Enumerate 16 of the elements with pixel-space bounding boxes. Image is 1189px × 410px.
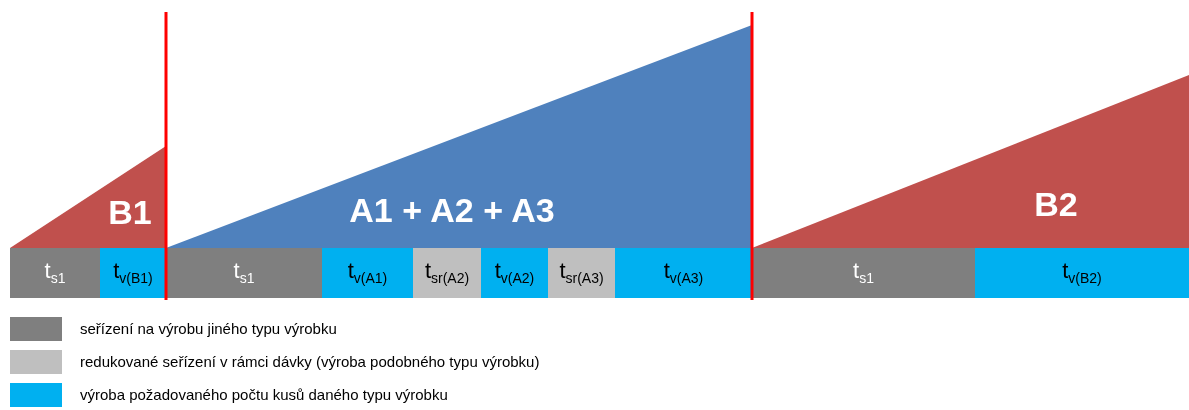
time-segment: t$_{v(B2)}$: [975, 248, 1189, 298]
legend-text: redukované seřízení v rámci dávky (výroba podobného typu výrobku): [80, 353, 540, 370]
legend-text: výroba požadovaného počtu kusů daného typu výrobku: [80, 386, 448, 403]
legend-text: seřízení na výrobu jiného typu výrobku: [80, 320, 337, 337]
time-segment: t$_{s1}$: [166, 248, 322, 298]
time-segment: t$_{v(A1)}$: [322, 248, 413, 298]
time-segment: t$_{sr(A3)}$: [548, 248, 615, 298]
time-segment: t$_{s1}$: [10, 248, 100, 298]
time-segment: t$_{s1}$: [752, 248, 975, 298]
time-segment: t$_{v(B1)}$: [100, 248, 166, 298]
time-segment: t$_{sr(A2)}$: [413, 248, 481, 298]
time-segment: t$_{v(A3)}$: [615, 248, 752, 298]
time-segment: t$_{v(A2)}$: [481, 248, 548, 298]
triangle-label: A1 + A2 + A3: [349, 190, 555, 230]
triangle-label: B2: [1034, 184, 1078, 224]
triangle-label: B1: [108, 192, 152, 232]
